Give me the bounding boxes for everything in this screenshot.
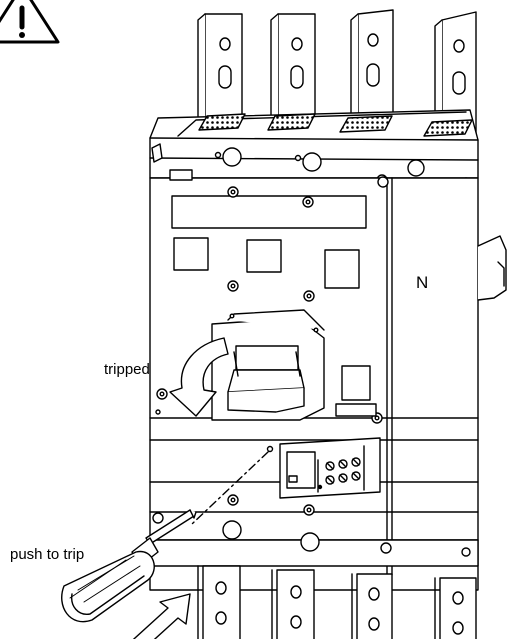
push-arrow [132,593,191,639]
push-to-trip-guide [191,445,274,525]
neutral-pole-label: N [416,273,429,292]
bottom-terminal-3 [351,573,393,639]
bottom-terminal-2 [271,569,315,639]
tripped-label: tripped [104,361,150,378]
bottom-terminals [197,565,477,639]
housing-bottom [149,409,479,567]
tripped-arrow [169,337,229,417]
warning-triangle-icon [0,0,60,44]
screwdriver [61,509,197,623]
push-to-trip-label: push to trip [10,546,85,563]
top-terminal-1 [197,13,243,147]
trip-unit [279,437,381,499]
bottom-terminal-4 [434,577,477,639]
bottom-terminal-1 [197,565,241,639]
housing-top [149,109,479,187]
toggle-handle-assembly [211,309,325,421]
